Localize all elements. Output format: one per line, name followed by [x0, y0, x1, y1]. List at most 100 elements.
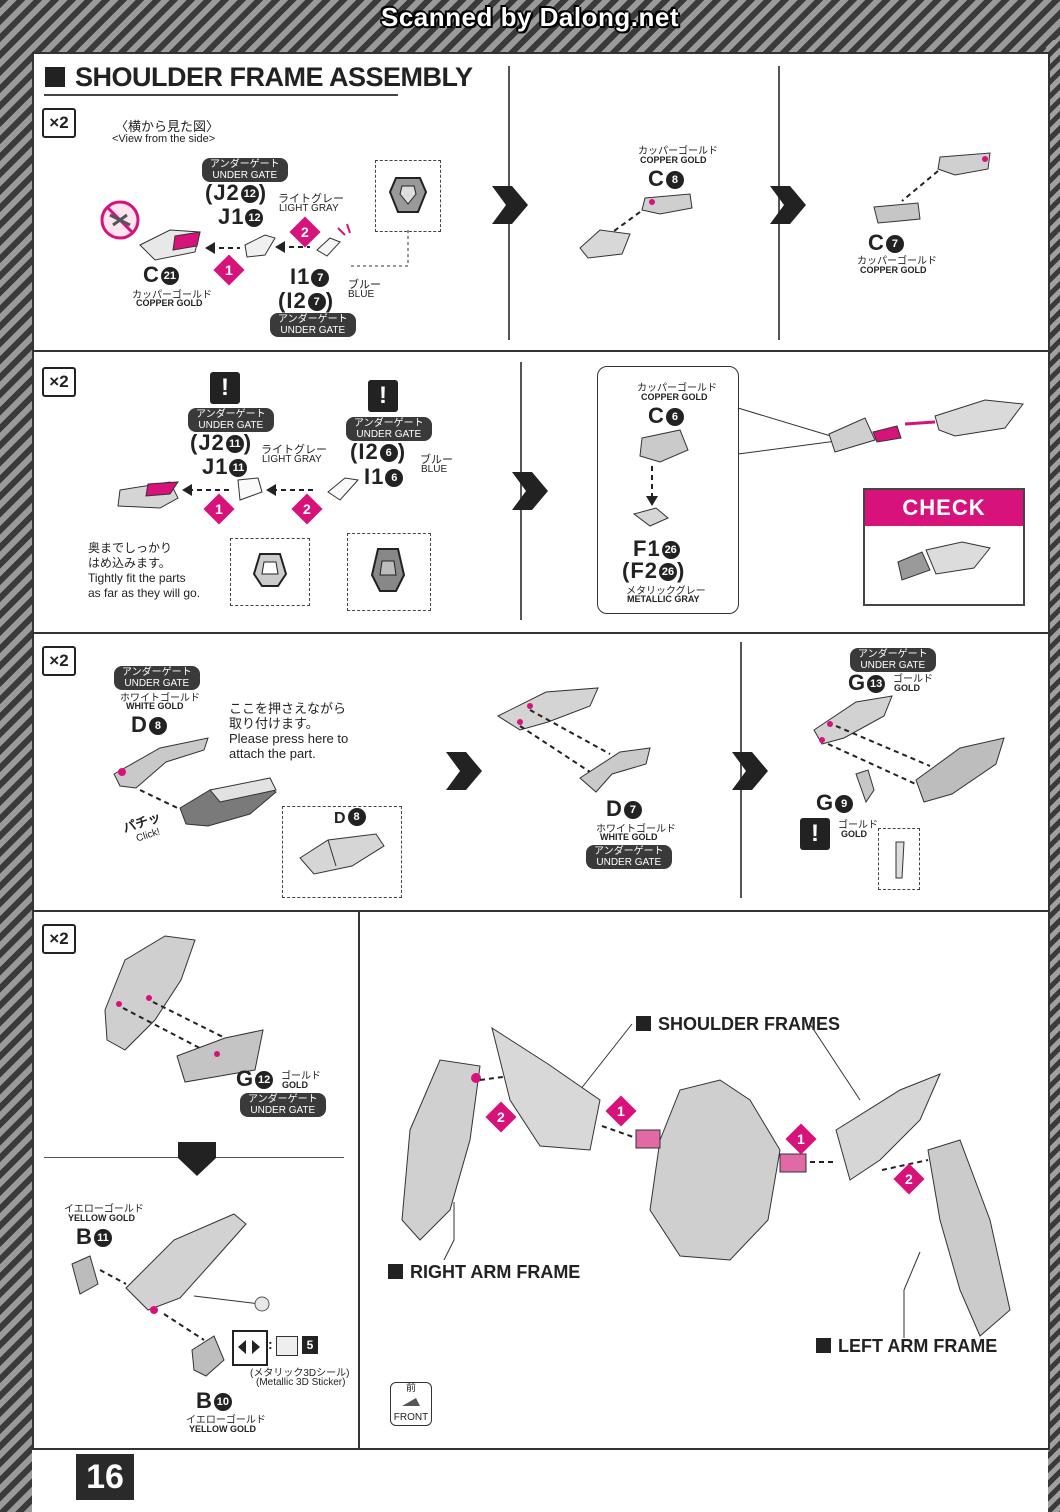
step1-panel	[32, 52, 1050, 352]
step3-right-illustration	[813, 695, 1005, 804]
step1-leader	[350, 230, 409, 267]
color-yellow-gold-b10-jp: イエローゴールド	[186, 1415, 266, 1426]
label-shoulder-frames: SHOULDER FRAMES	[636, 1014, 840, 1035]
mid-color-jp: カッパーゴールド	[638, 146, 718, 157]
warning-icon: !	[210, 372, 240, 404]
page-title: SHOULDER FRAME ASSEMBLY	[45, 62, 473, 93]
step2-right-illustration	[828, 399, 1024, 453]
warning-icon: !	[800, 818, 830, 850]
step4-top-illustration	[104, 935, 264, 1083]
step1-right-illustration	[873, 152, 991, 224]
step2-detail-part-2	[370, 548, 406, 592]
shoulder-frames-leaders	[579, 1023, 861, 1101]
color-gold-jp: ゴールド	[281, 1071, 321, 1082]
left-hatch-border	[0, 0, 32, 1512]
step1-arrow-right-1	[492, 186, 528, 224]
step3-arrow-right-1	[446, 752, 482, 790]
mid-color-en: COPPER GOLD	[640, 155, 707, 165]
step2-box-illustration	[632, 429, 689, 527]
right-color-en: COPPER GOLD	[860, 265, 927, 275]
step2-arrow-right	[512, 472, 548, 510]
left-arm-leader	[903, 1251, 921, 1338]
sticker-jp: (メタリック3Dシール)	[250, 1368, 350, 1379]
color-light-gray-en: LIGHT GRAY	[279, 203, 339, 214]
right-color2-en: GOLD	[841, 829, 867, 839]
box-color-jp: カッパーゴールド	[637, 383, 717, 394]
mid-color-jp: ホワイトゴールド	[596, 824, 676, 835]
check-point-title: CHECK POINT	[865, 490, 1023, 556]
color-blue-jp: ブルー	[420, 454, 453, 466]
color-white-gold-en: WHITE GOLD	[126, 701, 184, 711]
step1-arrow-right-2	[770, 186, 806, 224]
step1-mid-illustration	[579, 193, 693, 259]
sticker-thumb	[276, 1336, 298, 1356]
step4-bottom-illustration	[71, 1213, 270, 1377]
sticker-apply-icon	[238, 1340, 260, 1354]
right-color-jp: ゴールド	[893, 674, 933, 685]
color-blue-jp: ブルー	[348, 279, 381, 291]
color-yellow-gold-en: YELLOW GOLD	[68, 1213, 135, 1223]
right-color-en: GOLD	[894, 683, 920, 693]
color-blue-en: BLUE	[421, 464, 448, 475]
step3-right-detail-part	[895, 841, 905, 879]
color-copper-gold-jp: カッパーゴールド	[132, 290, 212, 301]
front-label-en: FRONT	[393, 1412, 429, 1423]
step2-left-illustration	[117, 477, 359, 509]
mid-color-en: WHITE GOLD	[600, 832, 658, 842]
sticker-icon-box	[232, 1330, 268, 1366]
color-blue-en: BLUE	[348, 289, 375, 300]
color-gold-en: GOLD	[282, 1080, 308, 1090]
color-yellow-gold-b10-en: YELLOW GOLD	[189, 1424, 256, 1434]
step3-divider	[740, 642, 742, 898]
step2-divider	[520, 362, 522, 620]
step3-quantity: ×2	[42, 646, 76, 676]
page-footer-band	[32, 1450, 1048, 1512]
title-underline	[44, 94, 398, 96]
front-indicator: 前 FRONT	[390, 1382, 432, 1426]
step3-detail-illustration	[299, 833, 385, 875]
box-color-f-jp: メタリックグレー	[626, 586, 706, 597]
color-yellow-gold-jp: イエローゴールド	[64, 1204, 144, 1215]
step3-arrow-right-2	[732, 752, 768, 790]
step2-quantity: ×2	[42, 367, 76, 397]
right-arm-leader	[443, 1202, 455, 1261]
color-copper-gold-en: COPPER GOLD	[136, 298, 203, 308]
step4-arrow-down	[178, 1142, 216, 1176]
page-number: 16	[76, 1454, 134, 1500]
step1-left-illustration	[100, 200, 351, 261]
color-light-gray-jp: ライトグレー	[278, 193, 344, 205]
label-right-arm-frame: RIGHT ARM FRAME	[388, 1262, 580, 1283]
color-white-gold-jp: ホワイトゴールド	[120, 693, 200, 704]
step4-quantity: ×2	[42, 924, 76, 954]
label-left-arm-frame: LEFT ARM FRAME	[816, 1336, 997, 1357]
box-color-f-en: METALLIC GRAY	[627, 594, 700, 604]
step1-detail-part	[388, 177, 428, 213]
view-label-en: <View from the side>	[112, 133, 216, 145]
